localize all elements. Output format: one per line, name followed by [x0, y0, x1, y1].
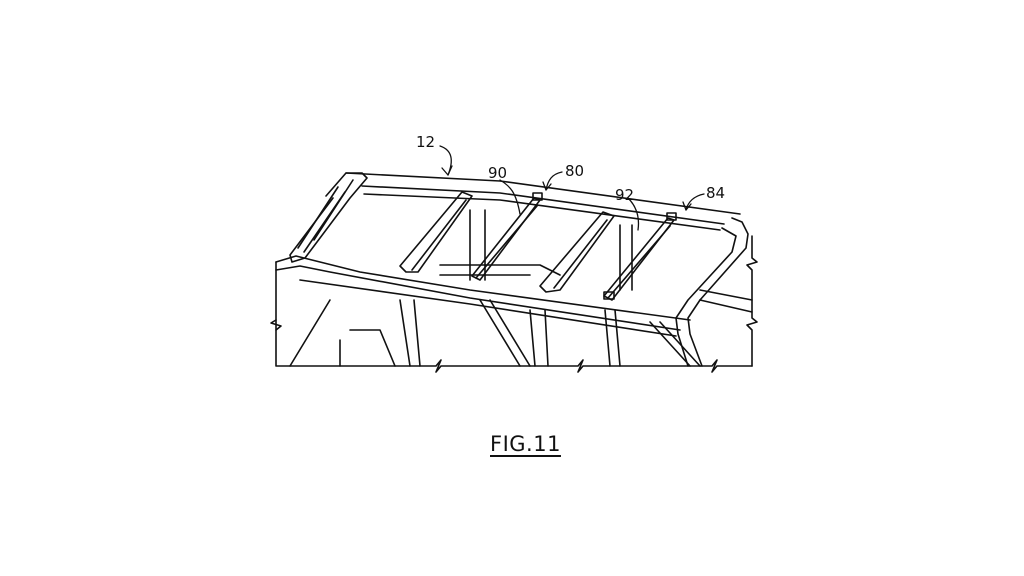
leader-arrow-80: [545, 171, 563, 191]
rear-rail: [345, 172, 741, 231]
leader-arrow-84: [685, 193, 705, 211]
left-rail: [289, 172, 368, 263]
cross-bow-2: [539, 211, 615, 293]
leader-line-90: [499, 179, 521, 215]
leader-lines: [439, 145, 705, 231]
front-rail: [275, 255, 691, 337]
reference-numeral-80: 80: [565, 162, 585, 180]
reference-numeral-12: 12: [416, 133, 436, 151]
tie-rod-90: [471, 192, 543, 281]
figure-title: FIG.11: [490, 432, 561, 456]
reference-numeral-90: 90: [488, 164, 508, 182]
reference-numeral-92: 92: [615, 186, 635, 204]
tie-rod-92: [603, 212, 677, 301]
leader-line-92: [627, 197, 640, 231]
right-end-rail: [675, 217, 749, 367]
cross-bow-1: [399, 191, 473, 273]
vehicle-body-outline: [270, 209, 758, 373]
reference-numeral-84: 84: [706, 184, 726, 202]
